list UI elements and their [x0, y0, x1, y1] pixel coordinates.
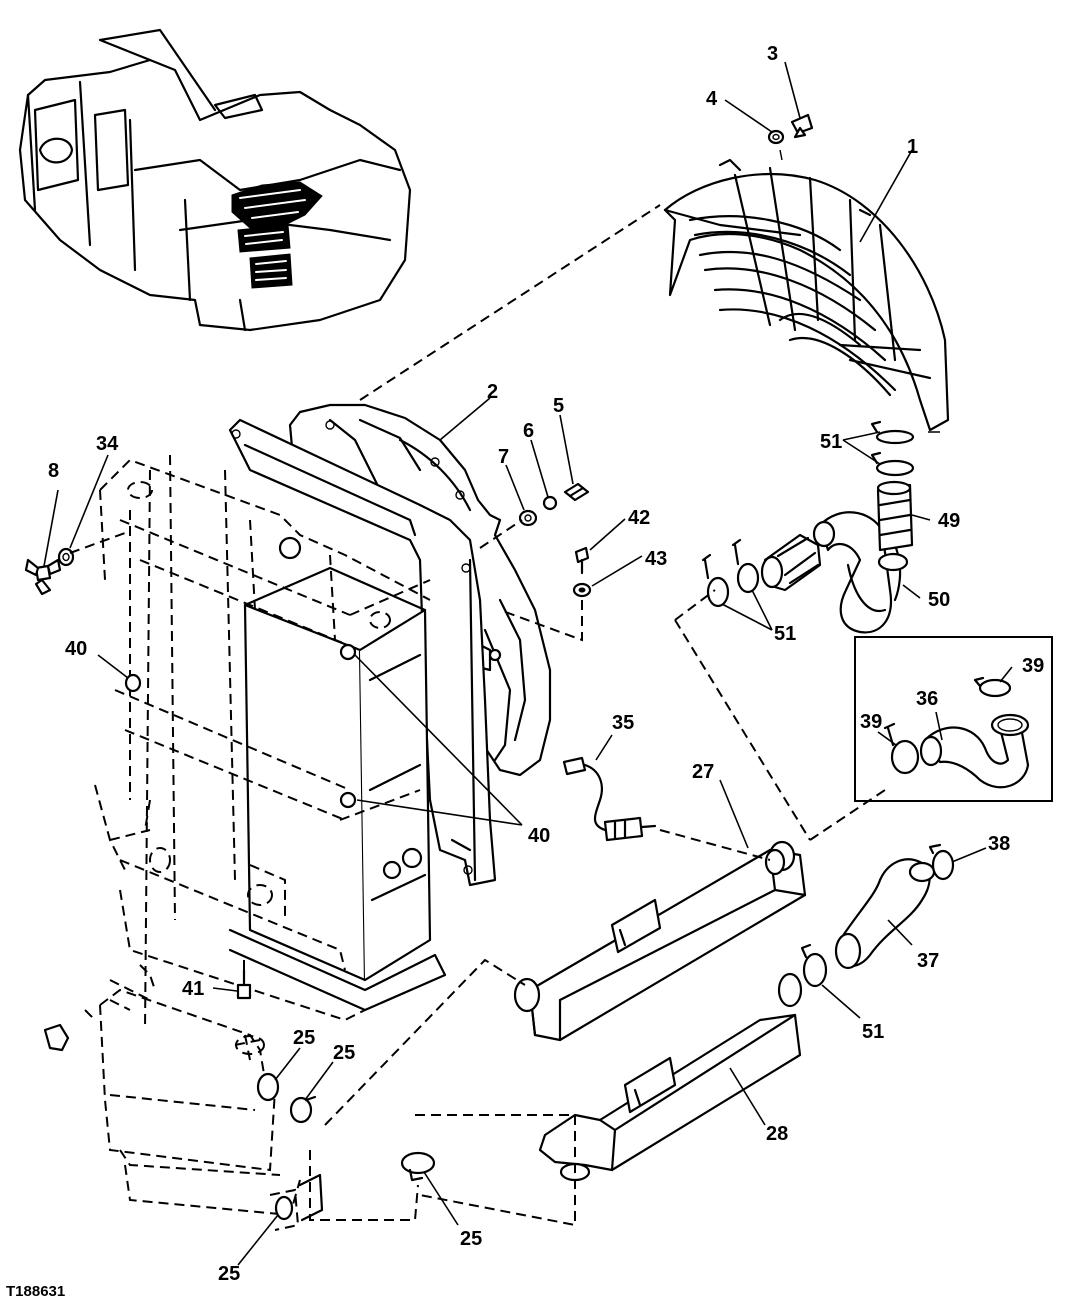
- leader-lines: [43, 61, 1013, 1266]
- washer-43: [572, 582, 592, 598]
- callout-7: 7: [498, 446, 509, 468]
- callout-5: 5: [553, 395, 564, 417]
- charge-air-tube-27: [513, 840, 807, 1042]
- callout-40-left: 40: [65, 638, 87, 660]
- callout-39-left: 39: [860, 711, 882, 733]
- lower-tank-assembly: [43, 964, 324, 1231]
- hose-37: [834, 858, 936, 970]
- callout-25-c: 25: [460, 1228, 482, 1250]
- callout-38: 38: [988, 833, 1010, 855]
- callout-1: 1: [907, 136, 918, 158]
- callout-25-b: 25: [333, 1042, 355, 1064]
- clamp-38: [928, 843, 955, 881]
- radiator-assembly: [94, 418, 497, 1031]
- callout-51-top: 51: [820, 431, 842, 453]
- callout-42: 42: [628, 507, 650, 529]
- callout-28: 28: [766, 1123, 788, 1145]
- clamp-25-a: [256, 1072, 317, 1124]
- callout-41: 41: [182, 978, 204, 1000]
- hose-coupler-49: [876, 480, 914, 552]
- callout-49: 49: [938, 510, 960, 532]
- clamp-25-c: [274, 1195, 294, 1221]
- callout-25-d: 25: [218, 1263, 240, 1285]
- sensor-35: [562, 756, 657, 842]
- callout-2: 2: [487, 381, 498, 403]
- cap-screw-3: [790, 113, 814, 139]
- bolt-42: [574, 546, 590, 575]
- wing-nut-8: [24, 558, 62, 596]
- clamp-51-top: [870, 420, 915, 477]
- callout-6: 6: [523, 420, 534, 442]
- cap-screw-5: [563, 482, 590, 502]
- hose-50: [812, 511, 909, 634]
- callout-51-lower: 51: [862, 1021, 884, 1043]
- callout-35: 35: [612, 712, 634, 734]
- callout-43: 43: [645, 548, 667, 570]
- callout-25-a: 25: [293, 1027, 315, 1049]
- excavator-overview: [18, 28, 412, 332]
- callout-34: 34: [96, 433, 119, 455]
- callout-50: 50: [928, 589, 950, 611]
- callout-40-right: 40: [528, 825, 550, 847]
- callout-27: 27: [692, 761, 714, 783]
- callout-4: 4: [706, 88, 718, 110]
- washer-4: [767, 129, 785, 145]
- callout-36: 36: [916, 688, 938, 710]
- callout-39-top: 39: [1022, 655, 1044, 677]
- clamp-51-lower: [800, 943, 828, 988]
- bolt-41: [236, 968, 252, 1000]
- assembly-lines: [69, 204, 886, 1227]
- washer-34: [57, 547, 75, 567]
- fan-guard: [663, 149, 950, 433]
- lock-washer-6: [542, 495, 558, 511]
- callout-37: 37: [917, 950, 939, 972]
- detail-inset: [854, 636, 1053, 802]
- callout-3: 3: [767, 43, 778, 65]
- callout-51-mid: 51: [774, 623, 796, 645]
- clamp-51-left: [701, 538, 760, 608]
- charge-air-tube-28: [538, 972, 803, 1182]
- figure-reference-code: T188631: [6, 1283, 65, 1300]
- hose-joint: [760, 533, 822, 592]
- callout-8: 8: [48, 460, 59, 482]
- clamp-25-b: [400, 1151, 436, 1182]
- callout-labels: 3 4 1 2 5 6 7 34 8 42 43 51 49 50 51 40 …: [48, 43, 1044, 1285]
- washer-7: [518, 509, 538, 527]
